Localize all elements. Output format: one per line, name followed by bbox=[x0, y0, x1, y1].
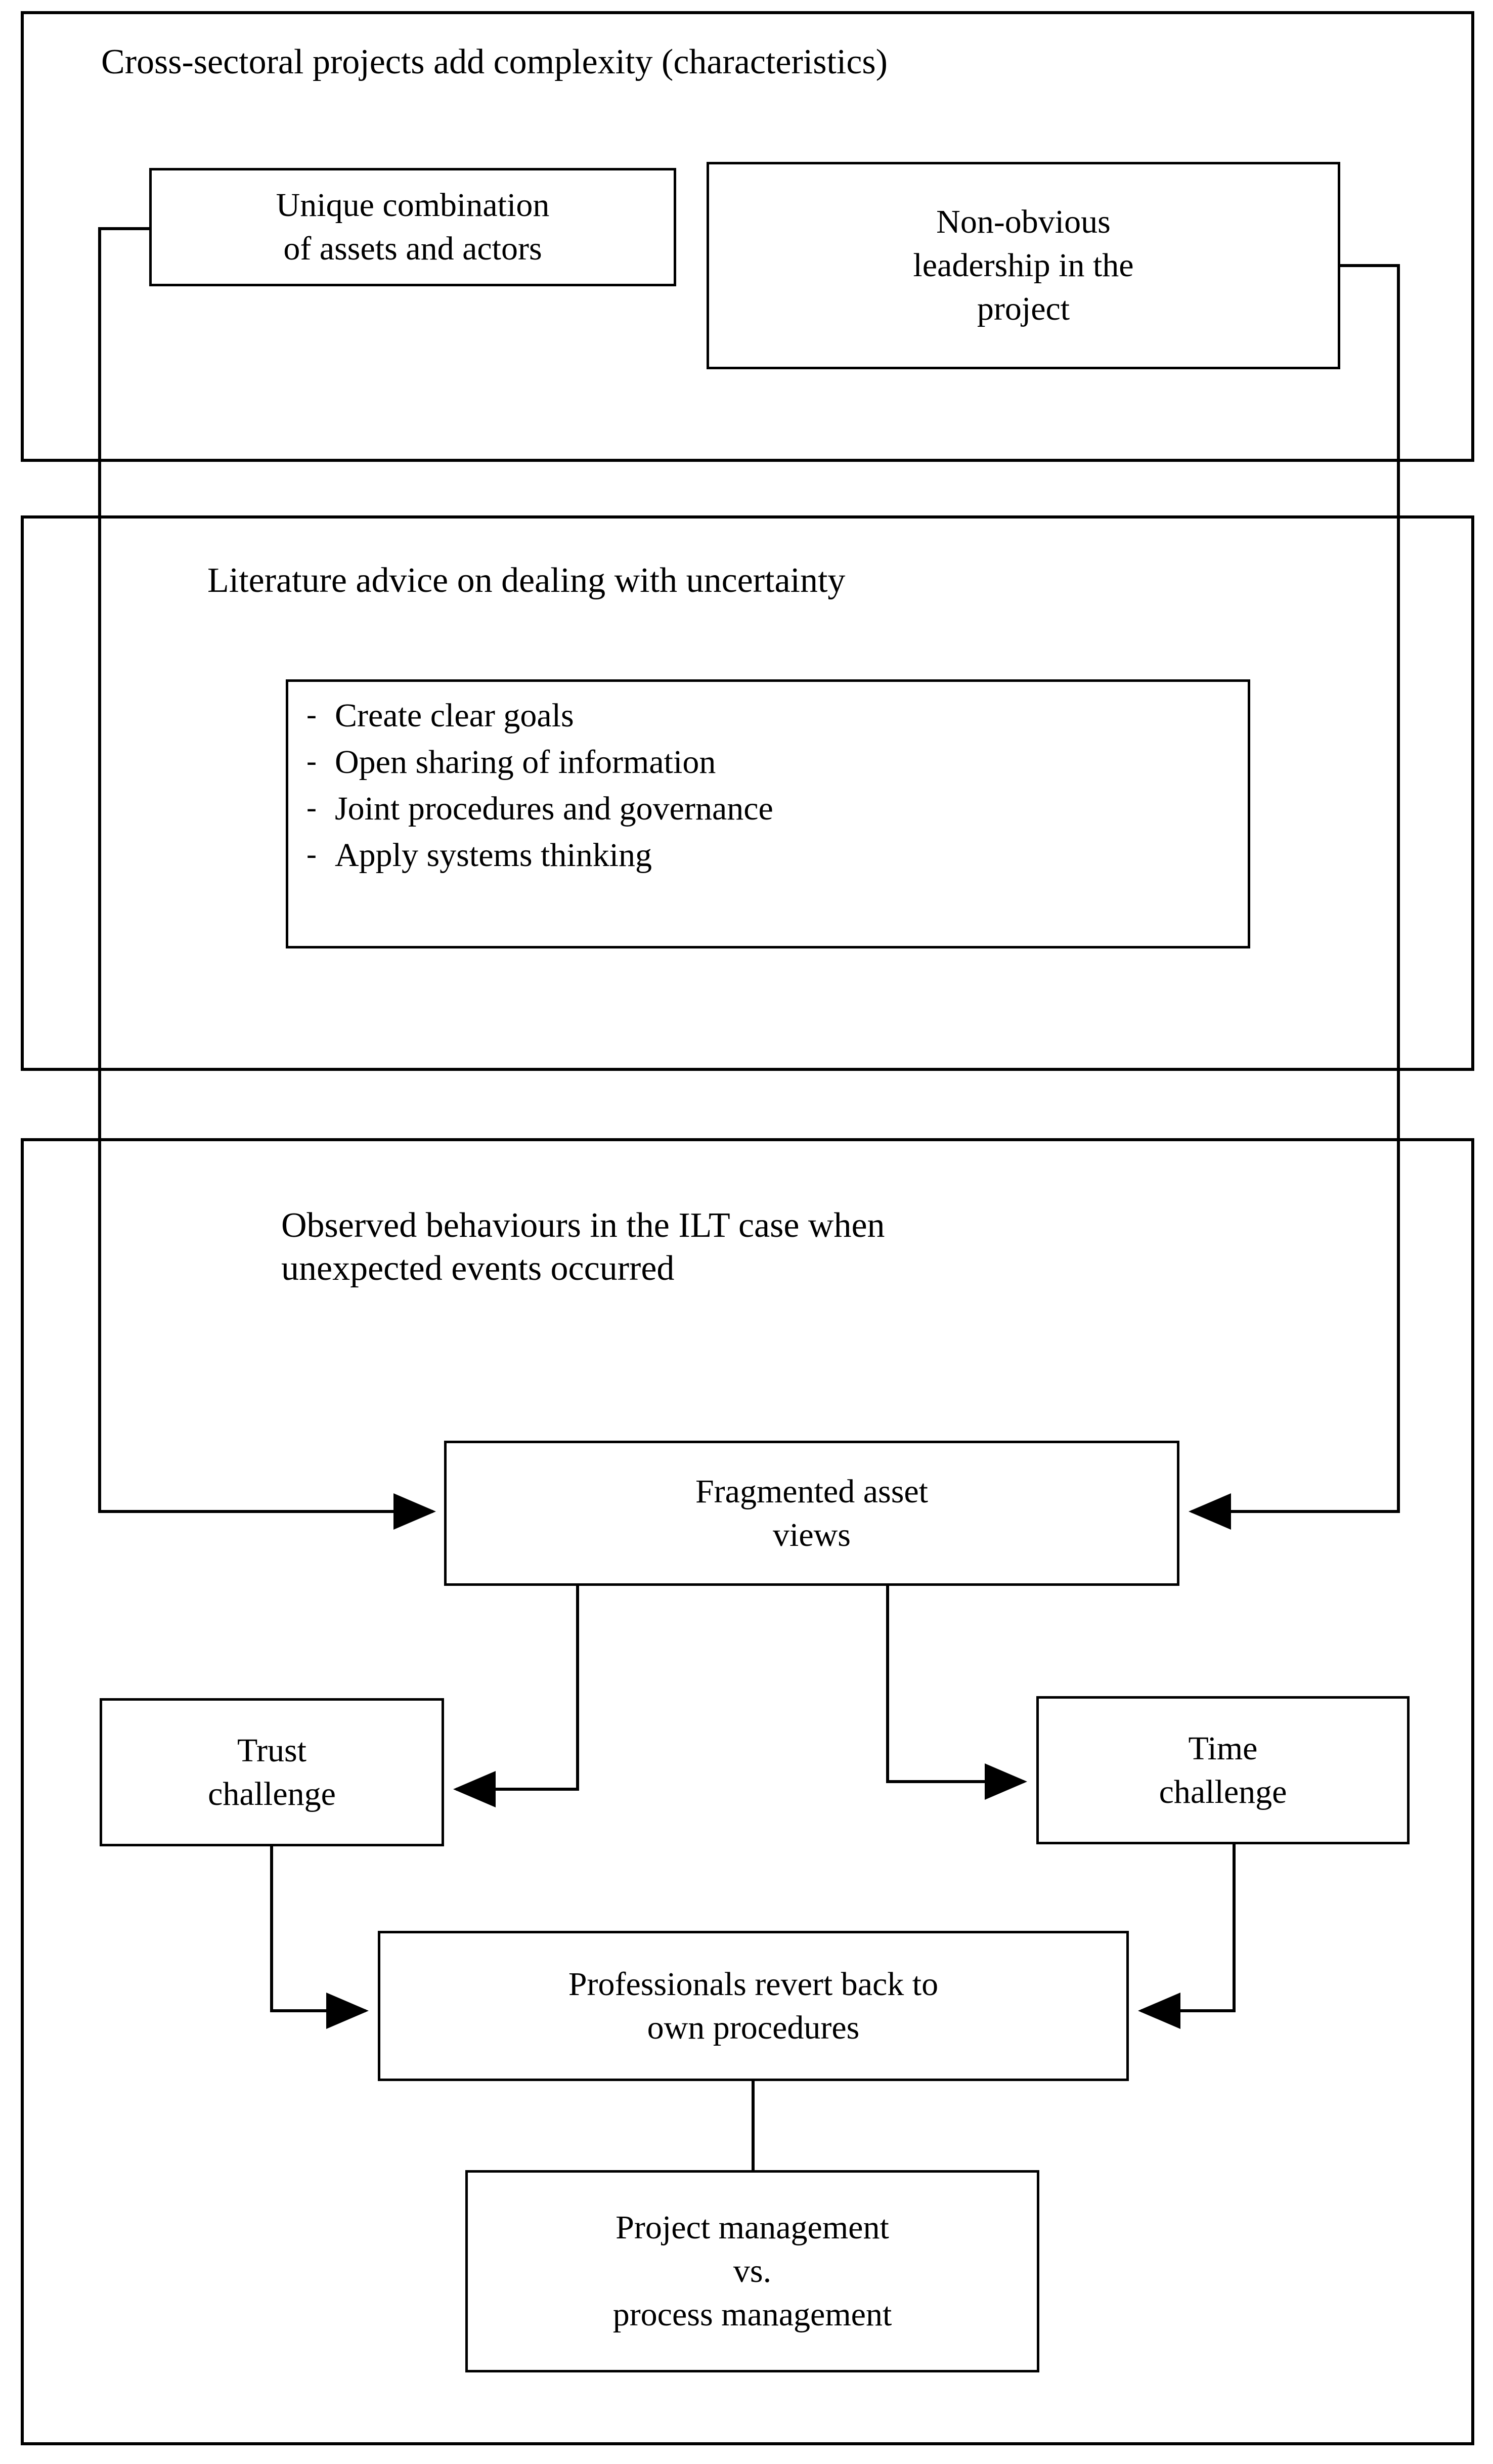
section-characteristics bbox=[21, 11, 1474, 462]
section-observed-behaviours bbox=[21, 1138, 1474, 2445]
node-professionals-revert[interactable]: Professionals revert back to own procedu… bbox=[378, 1931, 1129, 2081]
list-bullet: - bbox=[306, 837, 317, 871]
section-literature-advice bbox=[21, 515, 1474, 1071]
node-trust-challenge[interactable]: Trust challenge bbox=[100, 1698, 444, 1846]
node-time-challenge[interactable]: Time challenge bbox=[1036, 1696, 1410, 1844]
list-item-label: Joint procedures and governance bbox=[335, 790, 773, 827]
list-item: - Create clear goals bbox=[288, 699, 1248, 732]
list-bullet: - bbox=[306, 744, 317, 777]
section-characteristics-heading: Cross-sectoral projects add complexity (… bbox=[101, 42, 888, 81]
list-item-label: Apply systems thinking bbox=[335, 837, 652, 874]
list-item: - Open sharing of information bbox=[288, 746, 1248, 779]
list-item-label: Create clear goals bbox=[335, 697, 574, 734]
node-project-vs-process[interactable]: Project management vs. process managemen… bbox=[465, 2170, 1039, 2372]
list-bullet: - bbox=[306, 791, 317, 824]
section-literature-advice-heading: Literature advice on dealing with uncert… bbox=[207, 561, 846, 600]
node-unique-combination[interactable]: Unique combination of assets and actors bbox=[149, 168, 676, 286]
list-item: - Joint procedures and governance bbox=[288, 792, 1248, 826]
section-observed-behaviours-heading: Observed behaviours in the ILT case when… bbox=[281, 1206, 885, 1288]
list-item-label: Open sharing of information bbox=[335, 744, 716, 781]
node-fragmented-asset-views[interactable]: Fragmented asset views bbox=[444, 1441, 1179, 1586]
list-item: - Apply systems thinking bbox=[288, 839, 1248, 872]
list-bullet: - bbox=[306, 698, 317, 731]
advice-list: - Create clear goals - Open sharing of i… bbox=[288, 699, 1248, 872]
literature-advice-list: - Create clear goals - Open sharing of i… bbox=[286, 679, 1250, 948]
node-non-obvious-leadership[interactable]: Non-obvious leadership in the project bbox=[707, 162, 1340, 369]
